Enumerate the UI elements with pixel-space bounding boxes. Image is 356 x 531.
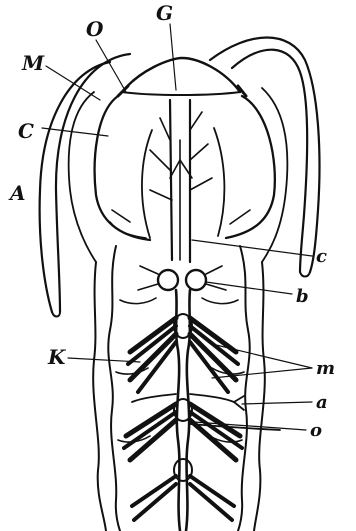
label-K: K	[47, 345, 67, 369]
label-M: M	[21, 51, 45, 75]
muscle-bundles	[124, 318, 242, 520]
label-o: o	[310, 420, 322, 441]
label-c: c	[316, 246, 327, 267]
label-b: b	[296, 286, 309, 307]
head-cap	[118, 58, 246, 96]
label-G: G	[156, 1, 173, 25]
label-O: O	[86, 17, 104, 41]
label-A: A	[8, 181, 26, 205]
cerebral-ganglia	[138, 266, 226, 290]
head-membranes	[69, 88, 288, 262]
label-C: C	[18, 119, 34, 143]
left-antenna	[40, 54, 130, 317]
label-m: m	[316, 358, 335, 379]
label-a: a	[316, 392, 328, 413]
right-antenna	[210, 38, 319, 277]
